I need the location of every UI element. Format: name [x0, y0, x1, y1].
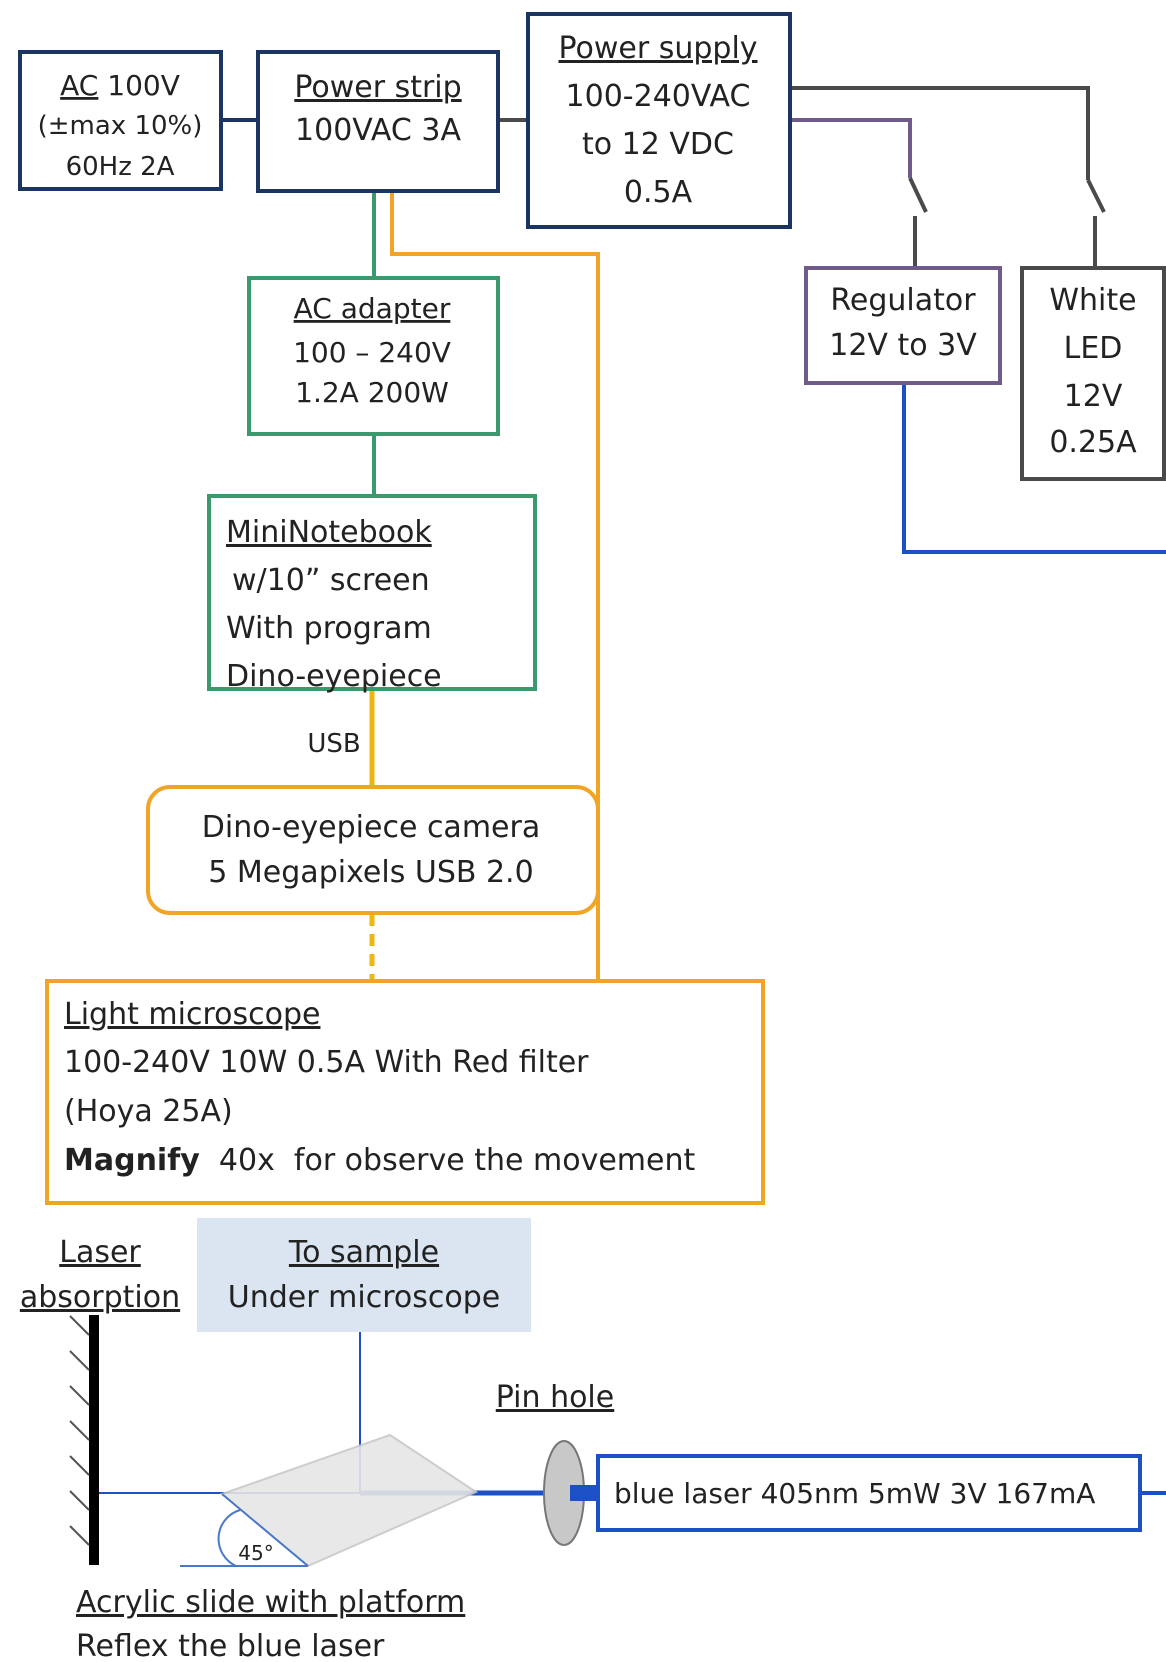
ac-source-line3: 60Hz 2A: [66, 152, 175, 182]
acrylic-slide: 45°: [180, 1433, 479, 1568]
microscope-line2: 100-240V 10W 0.5A With Red filter: [64, 1045, 589, 1080]
mini-notebook-box: MiniNotebook w/10” screen With program D…: [207, 494, 537, 694]
regulator-line1: Regulator: [830, 283, 976, 318]
wire-regulator-to-laser: [902, 383, 1166, 554]
laser-absorption: Laser absorption: [20, 1235, 180, 1565]
blue-laser-box: blue laser 405nm 5mW 3V 167mA: [596, 1454, 1142, 1532]
power-supply-line2: 100-240VAC: [566, 79, 751, 114]
regulator-box: Regulator 12V to 3V: [804, 266, 1002, 385]
blue-laser-label: blue laser 405nm 5mW 3V 167mA: [614, 1477, 1095, 1510]
laser-nozzle: [570, 1485, 598, 1501]
to-sample-label: To sample Under microscope: [197, 1218, 531, 1332]
mini-notebook-line4: Dino-eyepiece: [226, 659, 442, 694]
switch-led: [1086, 179, 1106, 213]
mini-notebook-line2: w/10” screen: [232, 563, 430, 598]
white-led-line1: White: [1049, 283, 1136, 318]
to-sample-line1: To sample: [288, 1235, 439, 1270]
mini-notebook-title: MiniNotebook: [226, 515, 432, 550]
white-led-line4: 0.25A: [1049, 425, 1137, 460]
power-supply-box: Power supply 100-240VAC to 12 VDC 0.5A: [526, 12, 792, 229]
to-sample-line2: Under microscope: [228, 1280, 500, 1315]
mini-notebook-line3: With program: [226, 611, 432, 646]
acrylic-line2: Reflex the blue laser: [76, 1629, 385, 1662]
ac-source-line1: AC 100V: [60, 69, 180, 102]
power-strip-box: Power strip 100VAC 3A: [256, 50, 500, 193]
slide-edge: [221, 1493, 309, 1567]
ac-adapter-title: AC adapter: [294, 292, 451, 325]
ac-source-line2: (±max 10%): [38, 111, 203, 141]
regulator-line2: 12V to 3V: [829, 328, 977, 363]
wire-supply-to-led: [790, 86, 1090, 180]
switch-regulator: [908, 177, 928, 213]
ac-adapter-line2: 100 – 240V: [293, 336, 451, 369]
pin-hole-label: Pin hole: [496, 1380, 614, 1415]
connector-lines: [212, 86, 1166, 1495]
power-supply-line4: 0.5A: [624, 175, 693, 210]
power-supply-title: Power supply: [558, 31, 757, 66]
power-supply-line3: to 12 VDC: [582, 127, 734, 162]
laser-absorption-line2: absorption: [20, 1280, 180, 1315]
ac-adapter-box: AC adapter 100 – 240V 1.2A 200W: [247, 276, 500, 436]
microscope-line4: Magnify 40x for observe the movement: [64, 1143, 696, 1178]
laser-absorption-line1: Laser: [59, 1235, 141, 1270]
white-led-line3: 12V: [1064, 379, 1123, 414]
ac-source-box: AC 100V (±max 10%) 60Hz 2A: [18, 50, 223, 191]
microscope-title: Light microscope: [64, 997, 320, 1032]
power-strip-rating: 100VAC 3A: [295, 113, 461, 148]
pin-hole: Pin hole: [496, 1380, 614, 1546]
wire-supply-to-regulator: [790, 118, 912, 178]
camera-line2: 5 Megapixels USB 2.0: [208, 855, 533, 890]
acrylic-line1: Acrylic slide with platform: [76, 1585, 465, 1620]
absorber-hatch: [69, 1315, 90, 1546]
usb-label: USB: [307, 729, 360, 759]
white-led-box: White LED 12V 0.25A: [1020, 266, 1166, 481]
camera-line1: Dino-eyepiece camera: [202, 810, 540, 845]
white-led-line2: LED: [1064, 331, 1123, 366]
angle-label: 45°: [238, 1541, 273, 1565]
light-microscope-box: Light microscope 100-240V 10W 0.5A With …: [45, 979, 765, 1205]
power-strip-title: Power strip: [294, 70, 461, 105]
wire-strip-to-microscope: [390, 192, 600, 980]
ac-adapter-line3: 1.2A 200W: [295, 376, 449, 409]
microscope-line3: (Hoya 25A): [64, 1094, 233, 1129]
angle-arc: [217, 1509, 241, 1567]
camera-box: Dino-eyepiece camera 5 Megapixels USB 2.…: [146, 785, 600, 915]
